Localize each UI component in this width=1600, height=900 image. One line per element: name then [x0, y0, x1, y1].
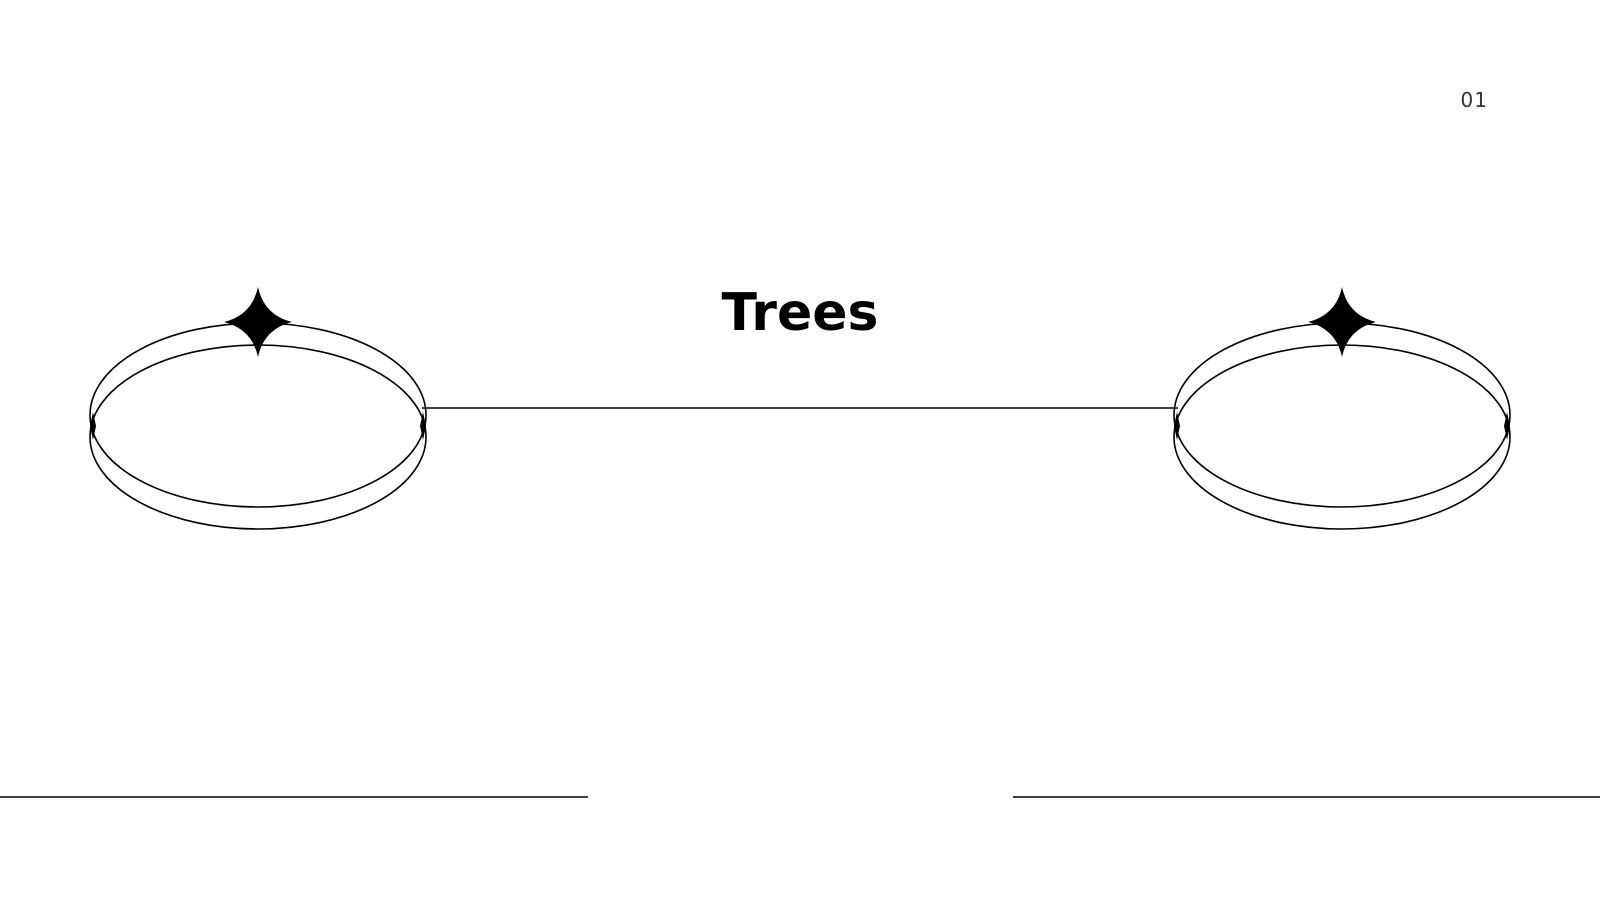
- ring-edge-ticks: [90, 412, 1510, 440]
- sparkle-icon: [224, 287, 292, 357]
- slide-title: Trees: [721, 283, 879, 343]
- sparkle-icon: [1308, 287, 1376, 357]
- page-number: 01: [1460, 88, 1488, 112]
